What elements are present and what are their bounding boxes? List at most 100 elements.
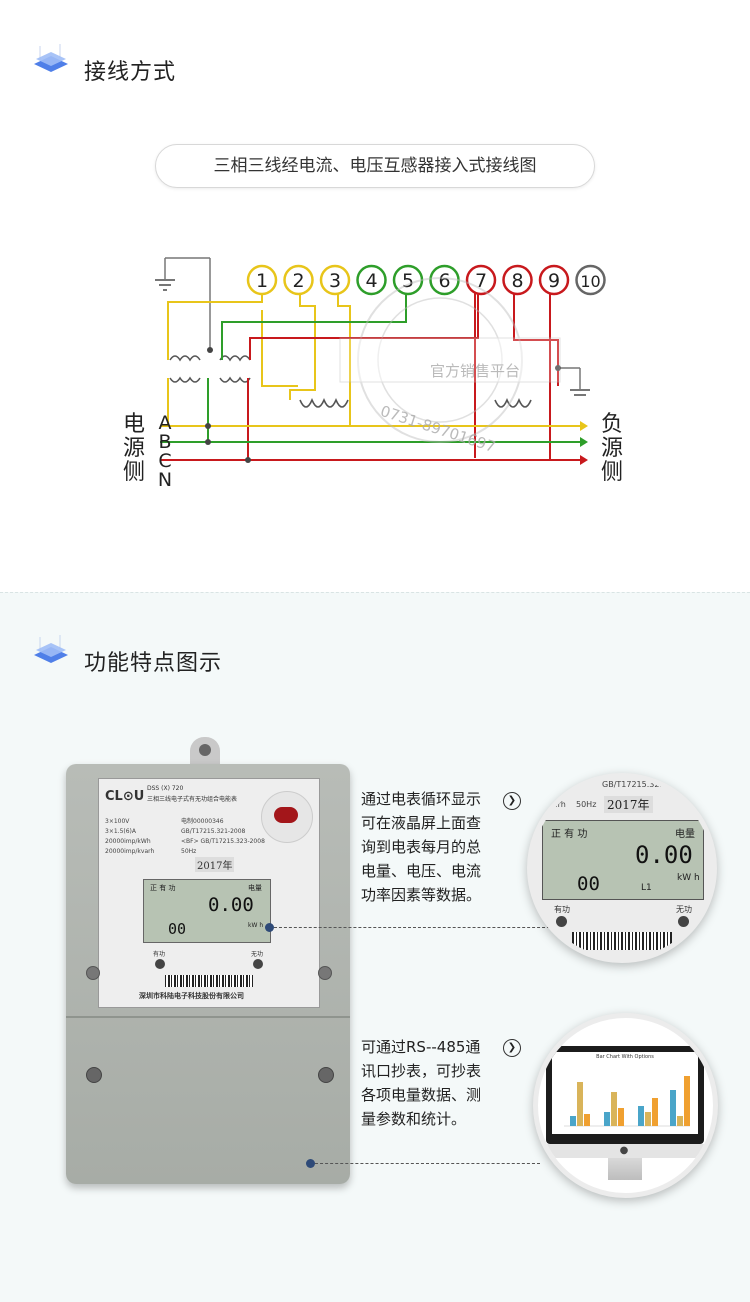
terminal-label: 4 [365,270,377,292]
feature-description-display: 通过电表循环显示 可在液晶屏上面查 询到电表每月的总 电量、电压、电流 功率因素… [361,787,496,907]
lcd-zoom-view: GB/T17215.323-20 varh 50Hz 2017年 正 有 功 电… [527,773,717,963]
monitor-chin [546,1144,704,1158]
terminal-2 [283,264,314,296]
meter-standards: 电制00000346 GB/T17215.321-2008 <BF> GB/T1… [181,817,265,857]
terminal-label: 10 [580,272,600,291]
feature-line: 各项电量数据、测 [361,1086,482,1104]
apple-logo-icon: ● [619,1145,629,1156]
meter-standard: GB/T17215.323-2008 [200,838,265,845]
active-label: 有功 [153,951,166,958]
terminal-6 [429,264,460,296]
meter-serial: 电制00000346 [181,818,224,825]
section-stack-icon [34,635,68,663]
feature-line: 功率因素等数据。 [361,886,482,904]
screw-icon [86,966,100,980]
feature-description-rs485: 可通过RS--485通 讯口抄表，可抄表 各项电量数据、测 量参数和统计。 [361,1035,496,1131]
callout-dot [265,923,274,932]
meter-model: DSS (X) 720 [147,785,184,792]
barcode [572,932,672,950]
watermark-stamp [339,277,561,443]
meter-spec: 3×100V [105,818,130,825]
current-transformer [299,397,349,408]
meter-lcd: 正 有 功 电量 0.00 00 kW h [143,879,271,943]
reactive-led [253,959,263,969]
reactive-label: 无功 [251,951,264,958]
label-char: 源 [600,436,623,461]
screw-icon [86,1067,102,1083]
label-char: 侧 [122,460,145,485]
meter-spec: 3×1.5(6)A [105,828,136,835]
terminal-label: 9 [548,270,560,292]
feature-line: 讯口抄表，可抄表 [361,1062,482,1080]
terminal-label: 2 [292,270,304,292]
lcd-label: 电量 [675,829,695,840]
lcd-unit: kW h [677,873,700,883]
reactive-led [678,916,689,927]
label-char: 负 [600,412,623,437]
terminal-label: 6 [438,270,450,292]
label-char: 源 [122,436,145,461]
meter-standard: GB/T17215.321-2008 [181,828,246,835]
label-char: 侧 [600,460,623,485]
chevron-right-icon[interactable]: ❯ [503,792,521,810]
monitor-stand [608,1158,642,1180]
lcd-value: 0.00 [208,894,254,916]
active-label: 有功 [554,905,570,914]
wire-red [249,292,479,360]
terminal-4 [356,264,387,296]
meter-specs: 3×100V 3×1.5(6)A 20000imp/kWh 20000imp/k… [105,817,154,857]
callout-dot [306,1159,315,1168]
lcd-label: 正 有 功 [551,829,588,840]
meter-bf: <BF> [181,838,199,845]
feature-line: 可通过RS--485通 [361,1038,481,1056]
monitor-screen: Bar Chart With Options [546,1046,704,1144]
section-title: 功能特点图示 [84,651,223,676]
screw-icon [318,966,332,980]
lcd-l1: L1 [641,883,652,893]
lcd-sub-value: 00 [577,873,600,895]
feature-line: 通过电表循环显示 [361,790,482,808]
section-title: 接线方式 [84,60,177,85]
lcd-label: 正 有 功 [150,884,176,892]
phase-label-b: B [158,431,172,453]
meter-year: 2017年 [195,857,235,872]
active-led [155,959,165,969]
wiring-section: 接线方式 三相三线经电流、电压互感器接入式接线图 [0,0,750,592]
barcode [165,975,253,987]
lcd-sub-value: 00 [168,920,187,938]
monitor-chart-title: Bar Chart With Options [596,1054,654,1060]
phase-label-a: A [158,412,172,434]
zoom-freq: 50Hz [576,800,597,809]
feature-line: 量参数和统计。 [361,1110,467,1128]
phase-labels: A B C N [155,414,175,490]
terminal-10 [575,264,606,296]
chevron-right-icon[interactable]: ❯ [503,1039,521,1057]
terminal-8 [502,264,533,296]
reactive-label: 无功 [676,905,692,914]
terminal-1 [246,264,278,296]
meter-name: 三相三线电子式有无功组合电能表 [147,796,238,803]
meter-company: 深圳市科陆电子科技股份有限公司 [139,992,244,1000]
feature-line: 询到电表每月的总 [361,838,482,856]
zoom-kvarh: varh [548,800,566,809]
meter-spec: 20000imp/kvarh [105,848,155,855]
label-char: 电 [122,412,145,437]
wire-green [221,292,407,360]
zoom-lcd: 正 有 功 电量 0.00 00 kW h L1 [542,820,704,900]
meter-optical-port [261,791,313,843]
voltage-transformer [169,355,251,362]
lcd-unit: kW h [248,922,264,929]
source-side-label: 电 源 侧 [120,413,148,485]
terminal-label: 7 [475,270,487,292]
terminal-5 [392,264,424,296]
section-stack-icon [34,44,68,72]
terminal-9 [538,264,570,296]
terminal-7 [465,264,497,296]
monitor-zoom-view: Bar Chart With Options [533,1013,718,1198]
diagram-title: 三相三线经电流、电压互感器接入式接线图 [155,144,595,188]
phase-label-n: N [157,469,173,491]
callout-line [274,927,550,928]
callout-line [315,1163,540,1164]
monitor-bar-chart [564,1076,690,1127]
